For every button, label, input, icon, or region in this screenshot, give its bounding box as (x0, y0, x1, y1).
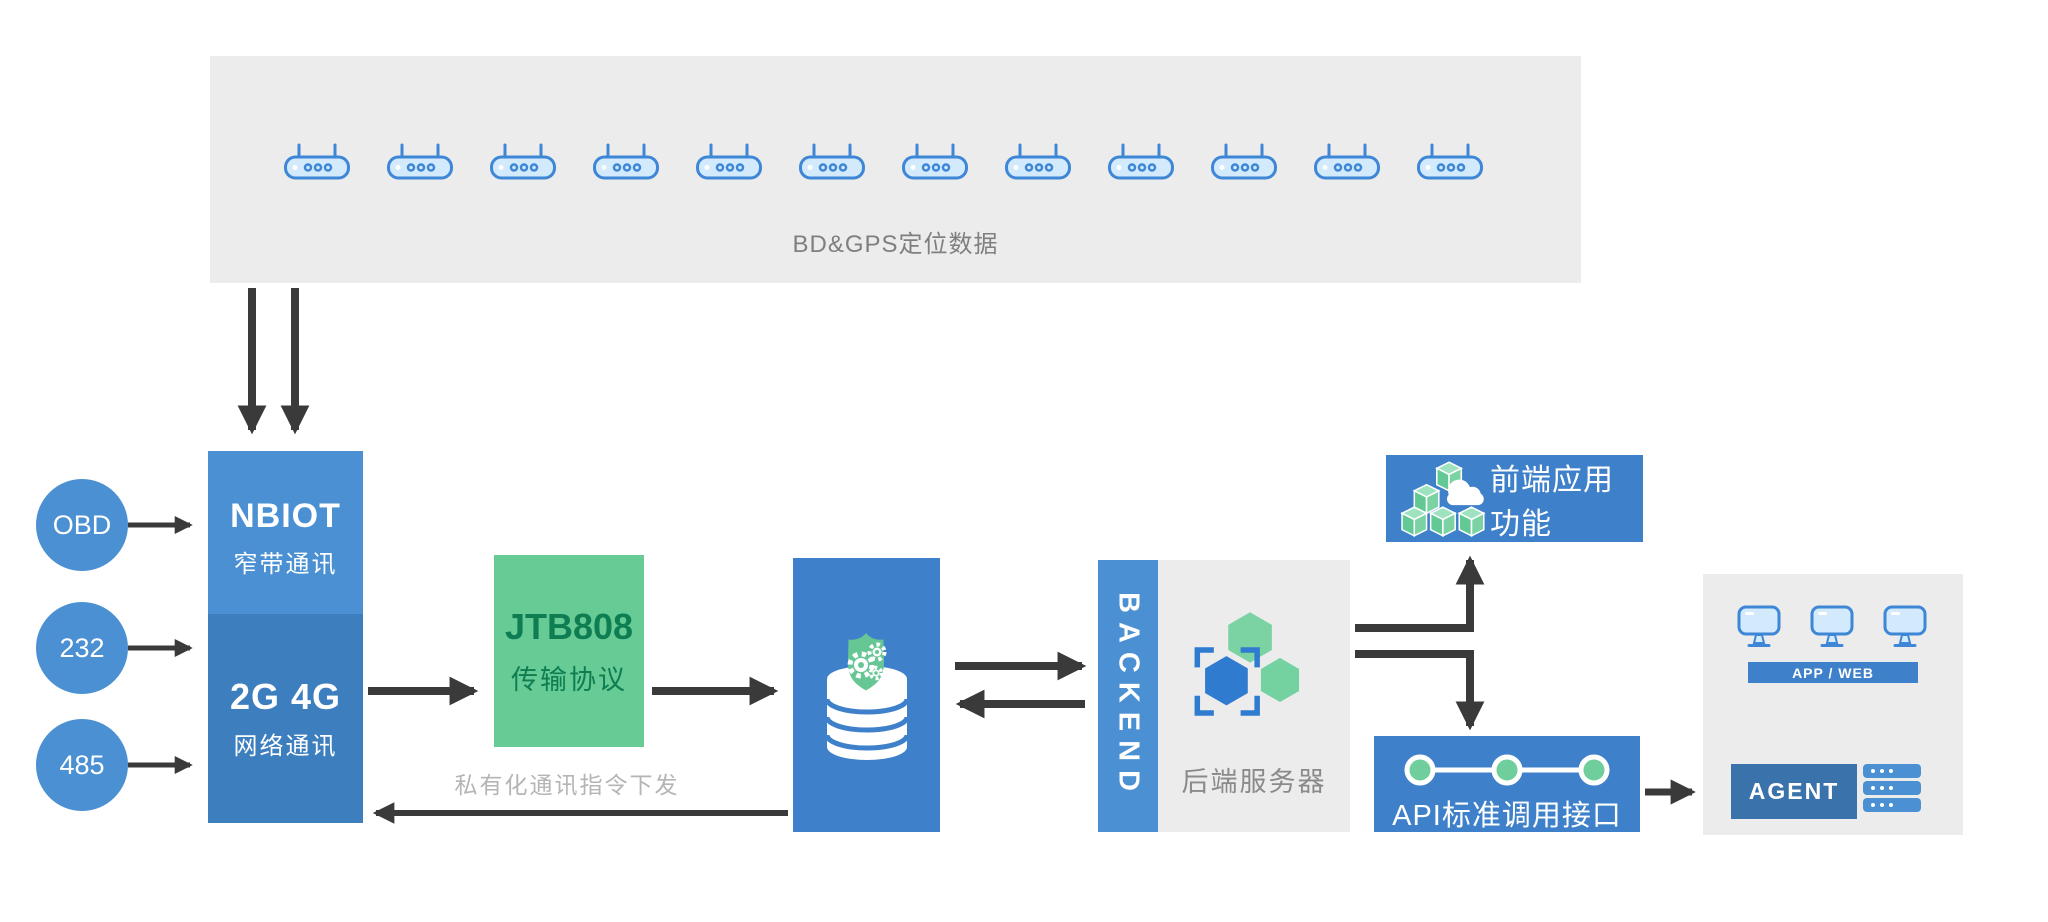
server-bar (1863, 764, 1921, 778)
protocol-subtitle: 传输协议 (511, 664, 627, 695)
api-box: API标准调用接口 (1374, 736, 1640, 832)
agent-box: AGENT (1731, 764, 1857, 819)
bracket-frame (1194, 647, 1260, 716)
monitor-row (1736, 604, 1928, 648)
frontend-label: 前端应用功能 (1490, 463, 1614, 541)
appweb-bar: APP / WEB (1748, 662, 1918, 683)
router-icon (593, 143, 659, 180)
server-bar (1863, 781, 1921, 795)
router-icon (696, 143, 762, 180)
client-panel: APP / WEB AGENT (1703, 574, 1963, 835)
nbiot-subtitle: 窄带通讯 (233, 550, 338, 578)
router-icon (902, 143, 968, 180)
shield-database-icon (824, 633, 909, 760)
secure-gateway-box (793, 558, 940, 832)
input-circle-485: 485 (36, 719, 128, 811)
monitor-icon (1810, 605, 1854, 647)
arrow-backend-to-api (1355, 650, 1485, 731)
backend-bar-label: BACKEND (1112, 592, 1145, 800)
router-icon (1417, 143, 1483, 180)
router-icon (284, 143, 350, 180)
frontend-box: 前端应用功能 (1386, 455, 1643, 542)
timeline-icon (1404, 754, 1610, 786)
router-icon (799, 143, 865, 180)
input-circle-232: 232 (36, 602, 128, 694)
router-icon (1314, 143, 1380, 180)
agent-label: AGENT (1748, 778, 1840, 804)
router-icon (1005, 143, 1071, 180)
api-label: API标准调用接口 (1392, 800, 1622, 832)
nbiot-title: NBIOT (230, 496, 341, 535)
cubes-cloud-icon (1400, 461, 1486, 538)
cellular-section: 2G 4G 网络通讯 (208, 614, 363, 823)
device-comm-box: NBIOT 窄带通讯 2G 4G 网络通讯 (208, 451, 363, 823)
input-label-485: 485 (59, 749, 105, 780)
server-stack (1863, 764, 1921, 812)
input-label-232: 232 (59, 632, 105, 663)
backend-caption: 后端服务器 (1181, 767, 1327, 797)
return-command-label: 私有化通讯指令下发 (454, 772, 680, 798)
nbiot-section: NBIOT 窄带通讯 (208, 451, 363, 614)
router-icon (387, 143, 453, 180)
router-row (284, 142, 1483, 188)
router-icon (1211, 143, 1277, 180)
cellular-title: 2G 4G (229, 676, 342, 717)
arrow-backend-to-frontend (1355, 555, 1485, 632)
backend-bar: BACKEND (1098, 560, 1158, 832)
monitor-icon (1883, 605, 1927, 647)
hexagon-cluster-icon (1194, 612, 1300, 716)
appweb-label: APP / WEB (1792, 664, 1874, 681)
server-bar (1863, 798, 1921, 812)
protocol-title: JTB808 (504, 605, 634, 647)
gears-icon (847, 642, 886, 681)
input-label-obd: OBD (52, 509, 112, 540)
cloud-icon (1447, 479, 1484, 506)
cubes (1400, 461, 1486, 538)
monitor-icon (1737, 605, 1781, 647)
backend-server-box: 后端服务器 (1158, 560, 1350, 832)
router-icon (1108, 143, 1174, 180)
gps-devices-panel: BD&GPS定位数据 (210, 56, 1581, 283)
input-circle-obd: OBD (36, 479, 128, 571)
router-icon (490, 143, 556, 180)
cellular-subtitle: 网络通讯 (233, 733, 338, 760)
gps-caption: BD&GPS定位数据 (792, 231, 999, 258)
protocol-box: JTB808 传输协议 (494, 555, 644, 747)
